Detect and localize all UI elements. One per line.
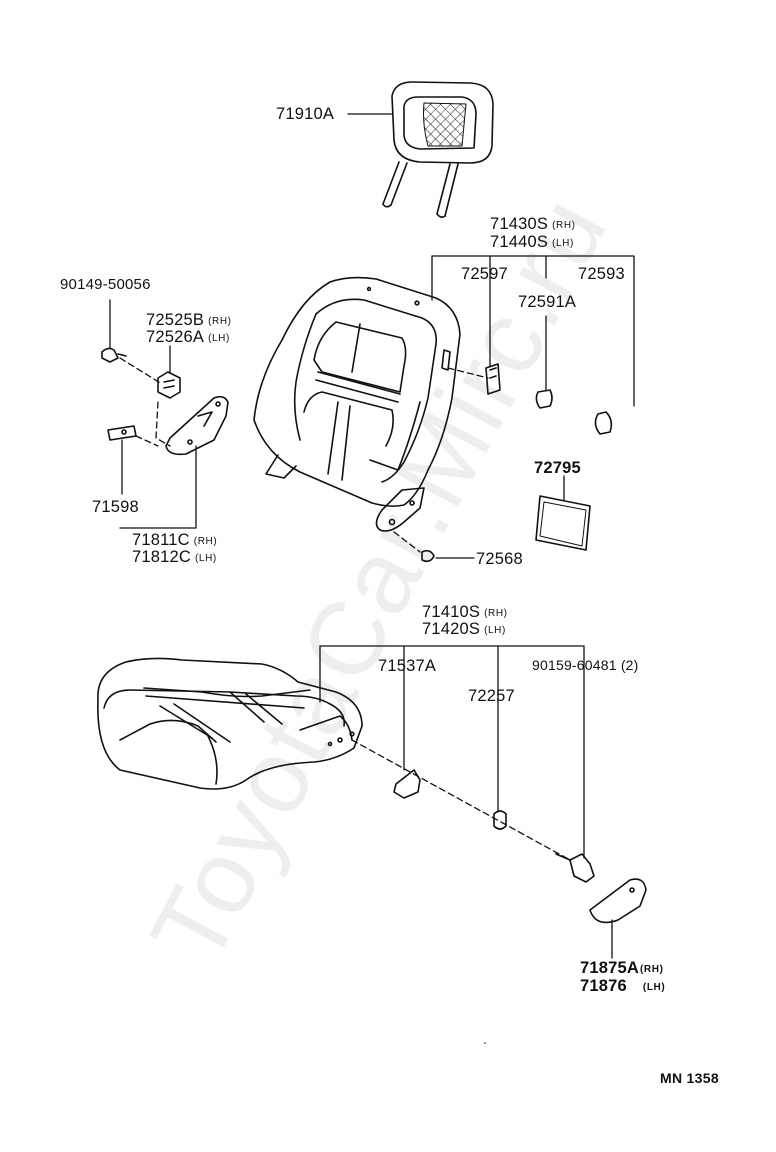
part-number: 71420S [422, 620, 481, 638]
label-seat-cushion-lh: 71420S(LH) [422, 621, 506, 639]
part-number: 71812C [132, 548, 191, 566]
label-71537a: 71537A [378, 657, 437, 675]
part-number: 72525B [146, 311, 205, 329]
side-lh: (LH) [642, 982, 666, 993]
part-number: 71811C [132, 531, 190, 549]
seat-back-drawing [253, 276, 461, 532]
seat-cushion-drawing [97, 657, 363, 790]
side-rh: (RH) [193, 536, 218, 547]
label-71876: 71876 (LH) [580, 978, 665, 996]
leader-lines [109, 113, 635, 959]
label-bolt: 90159-60481 (2) [532, 657, 639, 673]
part-number: 72526A [146, 328, 205, 346]
label-screw: 90149-50056 [60, 276, 151, 293]
label-71875a: 71875A(RH) [580, 960, 664, 978]
side-rh: (RH) [208, 316, 232, 327]
label-71812c: 71812C (LH) [132, 549, 217, 567]
side-lh: (LH) [552, 238, 574, 249]
part-number: 71876 [580, 977, 627, 995]
part-number: 71875A [580, 959, 639, 977]
part-number: 71410S [422, 603, 481, 621]
label-72795: 72795 [534, 459, 581, 477]
label-72526a: 72526A(LH) [146, 329, 230, 347]
dashed-lines [119, 357, 571, 861]
label-72597: 72597 [461, 265, 508, 283]
label-72525b: 72525B(RH) [146, 312, 232, 330]
side-rh: (RH) [552, 220, 576, 231]
label-71811c: 71811C(RH) [132, 532, 217, 550]
side-lh: (LH) [484, 625, 506, 636]
side-lh: (LH) [195, 553, 217, 564]
label-72568: 72568 [476, 550, 523, 568]
small-parts-upper [101, 347, 613, 563]
diagram-code: MN 1358 [660, 1070, 719, 1086]
side-rh: (RH) [640, 964, 664, 975]
label-72593: 72593 [578, 265, 625, 283]
label-72257: 72257 [468, 687, 515, 705]
label-seat-back-rh: 71430S(RH) [490, 216, 576, 234]
headrest-drawing [382, 81, 494, 218]
part-number: 71440S [490, 233, 549, 251]
label-72591a: 72591A [518, 293, 577, 311]
label-headrest: 71910A [276, 105, 335, 123]
side-rh: (RH) [484, 608, 508, 619]
label-71598: 71598 [92, 498, 139, 516]
side-lh: (LH) [208, 333, 230, 344]
small-parts-lower [393, 769, 647, 924]
part-number: 71430S [490, 215, 549, 233]
label-seat-cushion-rh: 71410S(RH) [422, 604, 508, 622]
label-seat-back-lh: 71440S(LH) [490, 234, 574, 252]
